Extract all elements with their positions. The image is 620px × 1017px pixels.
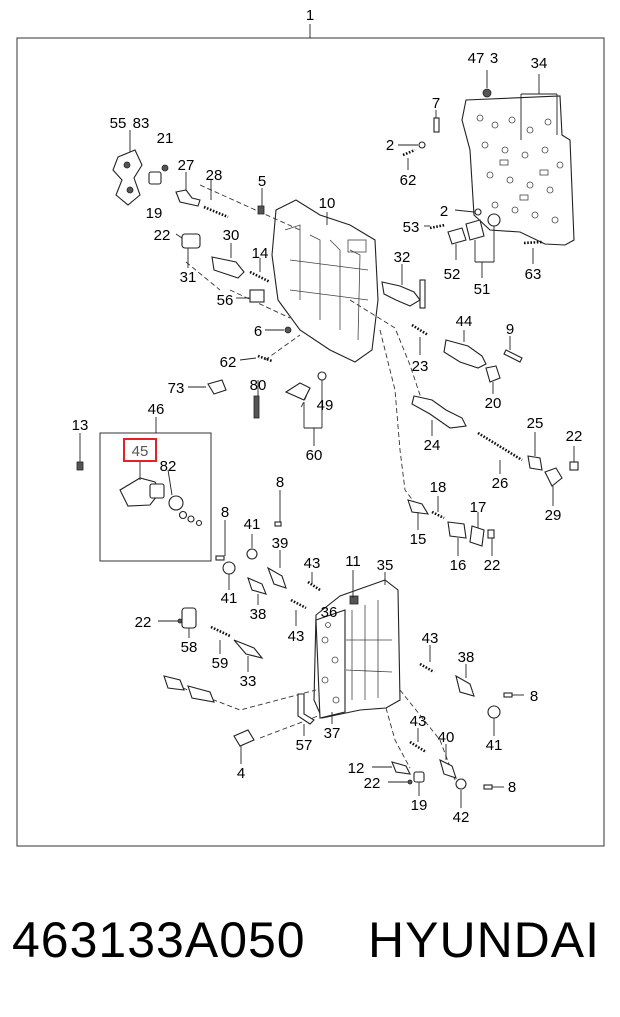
callout-27: 27 — [178, 157, 195, 174]
callout-57: 57 — [296, 737, 313, 754]
callout-59: 59 — [212, 655, 229, 672]
callout-8b: 8 — [221, 504, 229, 521]
callout-8c: 8 — [530, 688, 538, 705]
callout-63: 63 — [525, 266, 542, 283]
valve-components — [76, 110, 579, 808]
callout-83: 83 — [133, 115, 150, 132]
callout-40: 40 — [438, 729, 455, 746]
callout-52: 52 — [444, 266, 461, 283]
callout-34: 34 — [531, 55, 548, 72]
callout-7: 7 — [432, 95, 440, 112]
callout-39: 39 — [272, 535, 289, 552]
callout-33: 33 — [240, 673, 257, 690]
callout-labels: 1 47 3 34 7 2 62 55 83 21 27 28 5 10 19 … — [72, 7, 583, 826]
callout-43b: 43 — [288, 628, 305, 645]
callout-51: 51 — [474, 281, 491, 298]
callout-41b: 41 — [221, 590, 238, 607]
callout-41a: 41 — [244, 516, 261, 533]
callout-56: 56 — [217, 292, 234, 309]
callout-26: 26 — [492, 475, 509, 492]
callout-10: 10 — [319, 195, 336, 212]
callout-53: 53 — [403, 219, 420, 236]
callout-1: 1 — [306, 7, 314, 24]
callout-22e: 22 — [364, 775, 381, 792]
callout-2a: 2 — [386, 137, 394, 154]
callout-2b: 2 — [440, 203, 448, 220]
callout-22d: 22 — [135, 614, 152, 631]
callout-62a: 62 — [400, 172, 417, 189]
callout-49: 49 — [317, 397, 334, 414]
callout-58: 58 — [181, 639, 198, 656]
callout-22a: 22 — [154, 227, 171, 244]
springs — [203, 148, 543, 754]
callout-14: 14 — [252, 245, 269, 262]
callout-62b: 62 — [220, 354, 237, 371]
callout-15: 15 — [410, 531, 427, 548]
callout-32: 32 — [394, 249, 411, 266]
callout-9: 9 — [506, 321, 514, 338]
callout-60: 60 — [306, 447, 323, 464]
callout-5: 5 — [258, 173, 266, 190]
callout-12: 12 — [348, 760, 365, 777]
callout-13: 13 — [72, 417, 89, 434]
lower-valve-body — [313, 579, 401, 719]
callout-38a: 38 — [250, 606, 267, 623]
callout-46: 46 — [148, 401, 165, 418]
upper-valve-body — [271, 199, 379, 363]
callout-25: 25 — [527, 415, 544, 432]
callout-11: 11 — [345, 553, 361, 570]
callout-55: 55 — [110, 115, 127, 132]
callout-6: 6 — [254, 323, 262, 340]
callout-21: 21 — [157, 130, 174, 147]
solenoid-group-box — [99, 432, 212, 562]
callout-16: 16 — [450, 557, 467, 574]
callout-29: 29 — [545, 507, 562, 524]
callout-37: 37 — [324, 725, 341, 742]
callout-24: 24 — [424, 437, 441, 454]
separator-plate — [461, 95, 575, 246]
callout-19a: 19 — [146, 205, 163, 222]
callout-82: 82 — [160, 458, 177, 475]
part-number: 463133A050 — [12, 912, 306, 968]
callout-36: 36 — [321, 604, 338, 621]
callout-31: 31 — [180, 269, 197, 286]
callout-47: 47 — [468, 50, 485, 67]
callout-3: 3 — [490, 50, 498, 67]
callout-18: 18 — [430, 479, 447, 496]
callout-38b: 38 — [458, 649, 475, 666]
callout-23: 23 — [412, 358, 429, 375]
callout-44: 44 — [456, 313, 473, 330]
callout-45-highlighted: 45 — [132, 443, 149, 460]
callout-20: 20 — [485, 395, 502, 412]
callout-73: 73 — [168, 380, 185, 397]
callout-30: 30 — [223, 227, 240, 244]
exploded-parts-diagram: 1 47 3 34 7 2 62 55 83 21 27 28 5 10 19 … — [16, 7, 605, 847]
callout-17: 17 — [470, 499, 487, 516]
brand-name: HYUNDAI — [368, 912, 601, 968]
callout-22b: 22 — [566, 428, 583, 445]
callout-8d: 8 — [508, 779, 516, 796]
callout-41c: 41 — [486, 737, 503, 754]
callout-80: 80 — [250, 377, 267, 394]
callout-43c: 43 — [422, 630, 439, 647]
callout-4: 4 — [237, 765, 245, 782]
caption-bar: 463133A050 HYUNDAI — [0, 905, 620, 975]
callout-22c: 22 — [484, 557, 501, 574]
callout-43a: 43 — [304, 555, 321, 572]
highlight-box — [123, 438, 157, 462]
callout-42: 42 — [453, 809, 470, 826]
callout-8a: 8 — [276, 474, 284, 491]
diagram-frame — [16, 37, 605, 847]
callout-28: 28 — [206, 167, 223, 184]
callout-19b: 19 — [411, 797, 428, 814]
callout-35: 35 — [377, 557, 394, 574]
callout-43d: 43 — [410, 713, 427, 730]
solenoid-valve — [119, 477, 203, 527]
